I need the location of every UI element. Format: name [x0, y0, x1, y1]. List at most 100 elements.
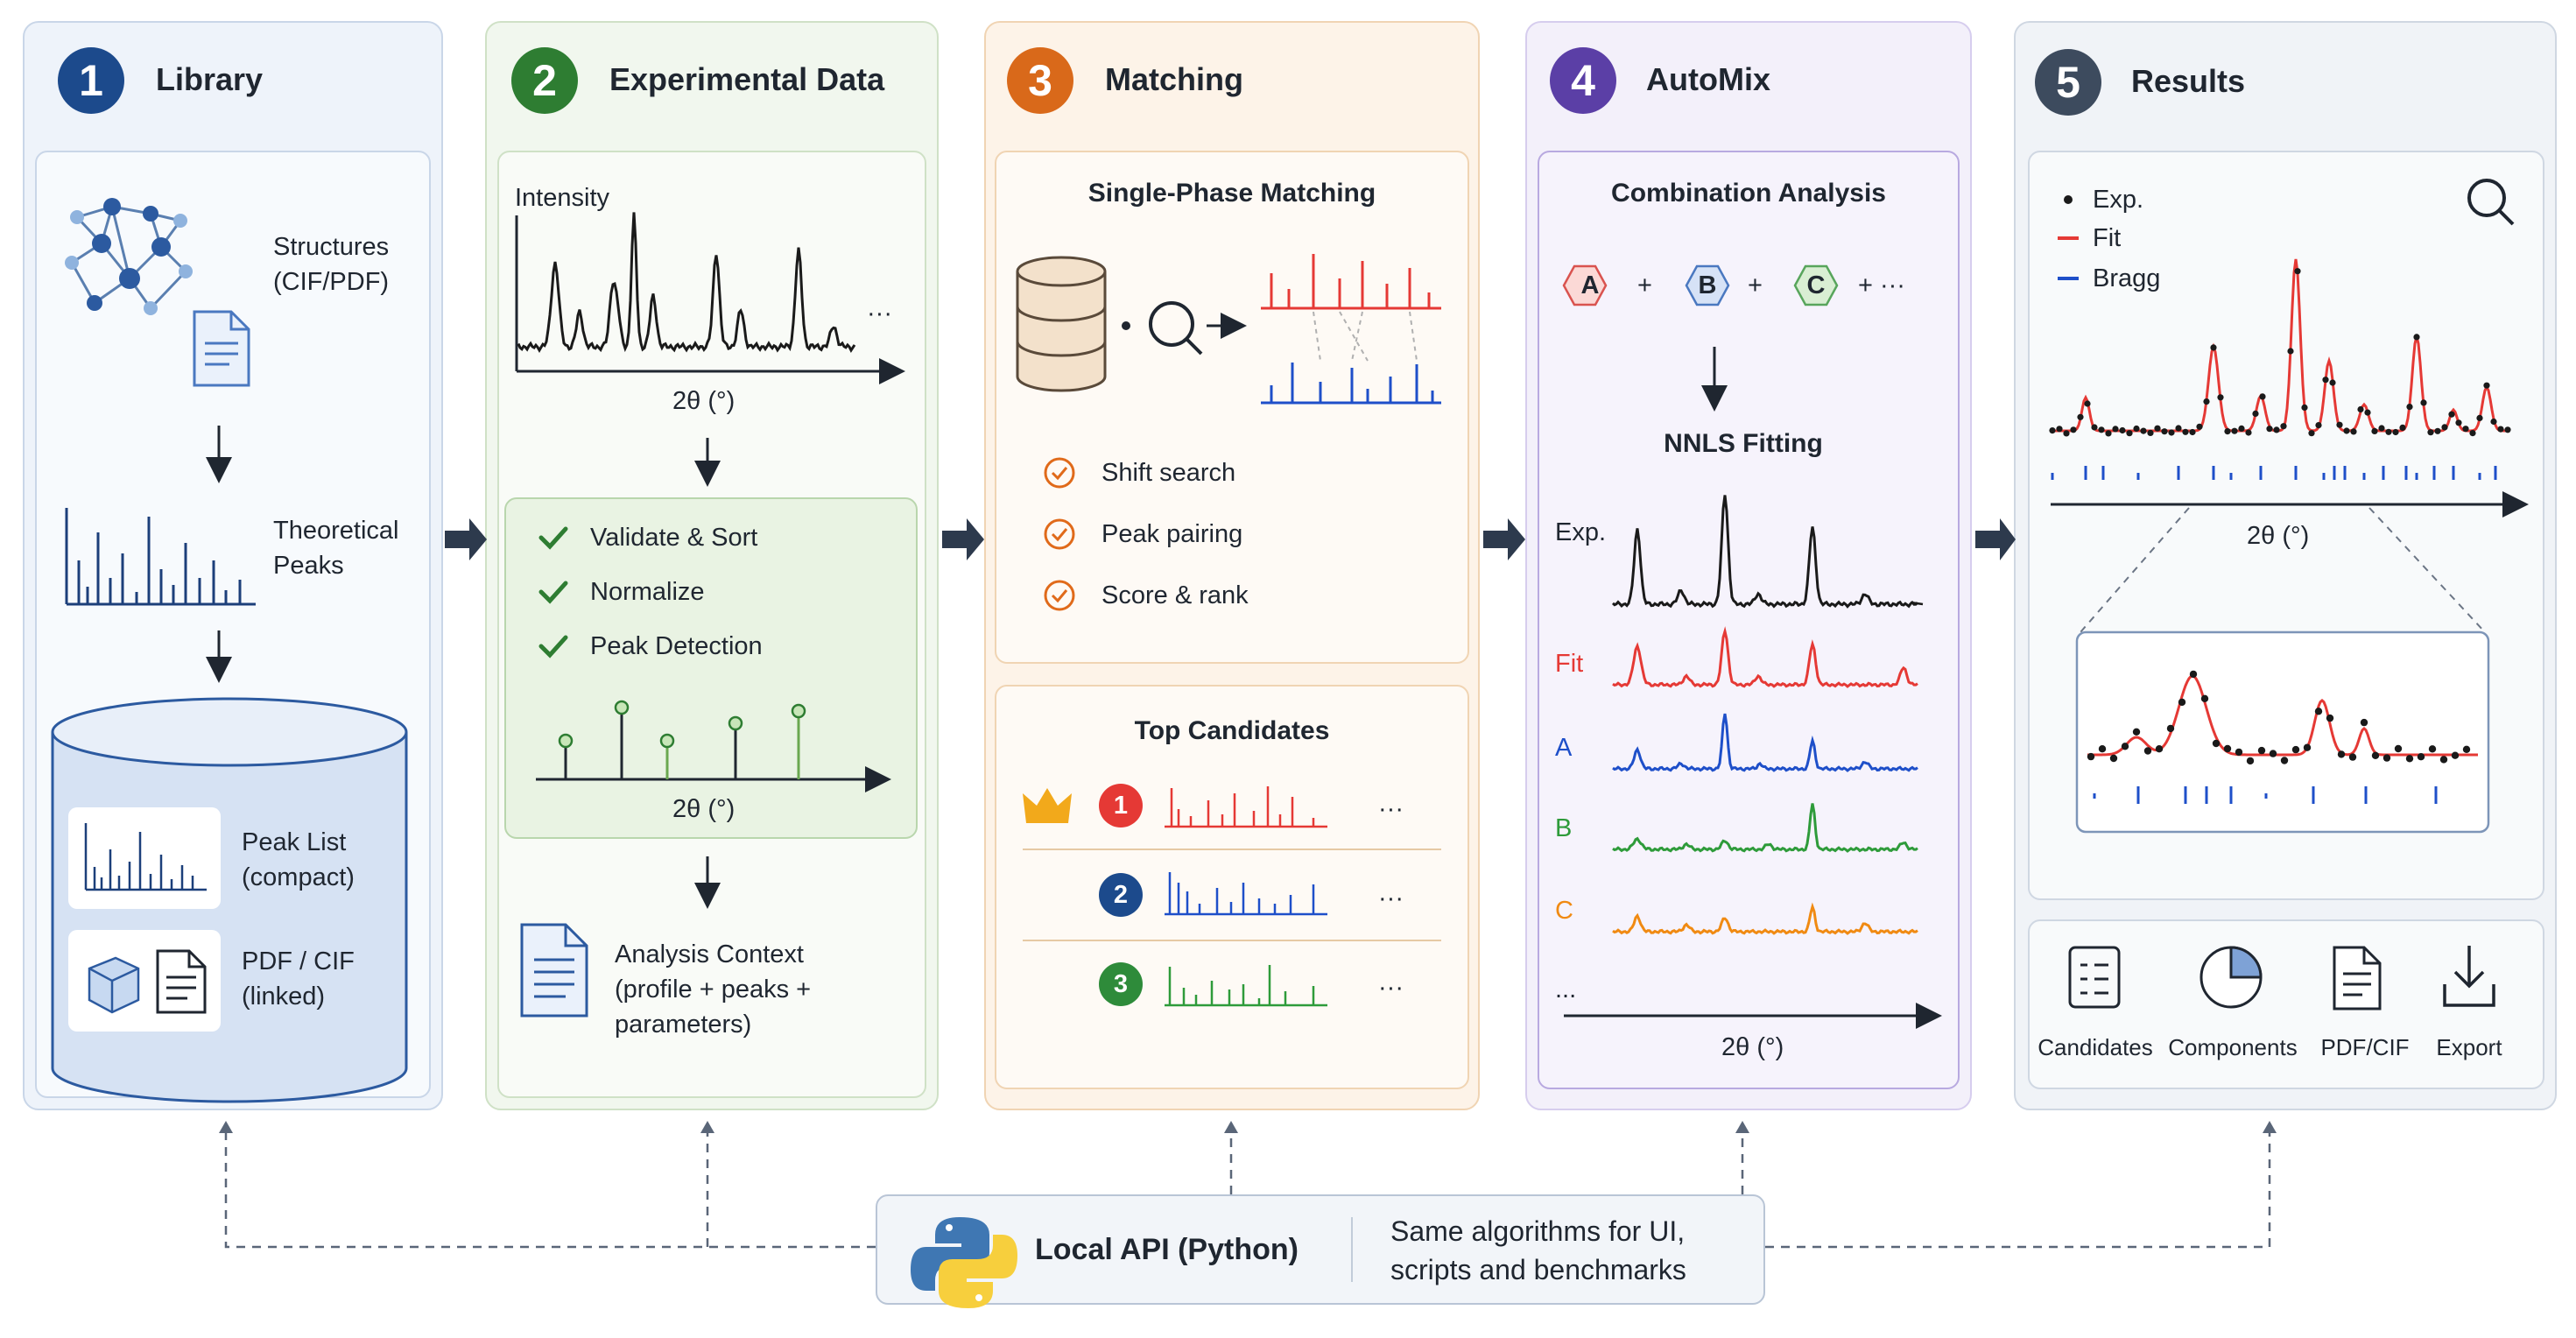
exp-data-point	[2336, 421, 2343, 428]
zoom-data-point	[2087, 752, 2095, 761]
export-button-label[interactable]: Export	[2436, 1034, 2502, 1060]
row-a-label: A	[1555, 734, 1573, 762]
exp-data-point	[2063, 430, 2070, 437]
peaklist-line2: (compact)	[242, 863, 355, 891]
exp-data-point	[2210, 344, 2217, 351]
exp-data-point	[2357, 405, 2364, 413]
zoom-search-icon	[2467, 179, 2515, 226]
step-badge-1: 1	[58, 47, 124, 114]
row-fit-label: Fit	[1555, 650, 1584, 678]
context-line3: parameters)	[615, 1011, 752, 1039]
top-candidates-box	[995, 685, 1469, 1089]
step-badge-5: 5	[2035, 49, 2101, 116]
rank-2-label: 2	[1113, 881, 1129, 909]
zoom-data-point	[2223, 744, 2232, 753]
exp-data-point	[2378, 425, 2385, 432]
zoom-data-point	[2143, 747, 2152, 755]
zoom-data-point	[2235, 748, 2243, 757]
panel-title-matching: Matching	[1105, 61, 1243, 97]
matching-stick-patterns	[1261, 254, 1441, 405]
structures-line1: Structures	[273, 233, 390, 261]
exp-data-point	[2441, 424, 2448, 431]
zoom-data-point	[2326, 714, 2334, 722]
exp-data-point	[2490, 418, 2497, 426]
exp-data-point	[2238, 425, 2245, 432]
python-logo-icon	[911, 1217, 1017, 1308]
exp-data-point	[2399, 424, 2406, 431]
exp-data-point	[2371, 427, 2378, 434]
api-desc-line2: scripts and benchmarks	[1390, 1254, 1686, 1285]
exp-data-point	[2154, 425, 2161, 432]
results-axis-label: 2θ (°)	[2247, 522, 2310, 550]
export-components-label[interactable]: Components	[2168, 1034, 2298, 1060]
exp-data-point	[2182, 428, 2189, 435]
preprocess-box	[504, 497, 918, 839]
exp-data-point	[2329, 379, 2336, 386]
zoom-data-point	[2132, 728, 2141, 736]
legend-markers	[2058, 195, 2079, 280]
exp-data-point	[2077, 413, 2084, 420]
exp-data-point	[2343, 427, 2350, 434]
zoom-data-point	[2212, 739, 2221, 748]
flow-arrows	[445, 518, 2016, 560]
legend-bragg: Bragg	[2093, 264, 2161, 292]
export-pdfcif-label[interactable]: PDF/CIF	[2320, 1034, 2410, 1060]
exp-data-point	[2217, 394, 2224, 401]
checkmark-icon	[538, 526, 568, 658]
structures-label: Structures(CIF/PDF)	[273, 229, 389, 299]
exp-data-point	[2462, 426, 2469, 433]
zoom-data-point	[2382, 754, 2391, 762]
zoom-data-point	[2166, 724, 2175, 733]
exp-data-point	[2266, 426, 2273, 433]
document-icon	[193, 310, 250, 387]
zoom-data-point	[2417, 753, 2425, 761]
step-badge-4: 4	[1550, 47, 1616, 114]
exp-data-point	[2448, 411, 2455, 418]
pdf-cif-linked-label: PDF / CIF(linked)	[242, 944, 355, 1014]
zoom-data-point	[2178, 698, 2186, 707]
exp-data-point	[2434, 427, 2441, 434]
exp-data-point	[2476, 414, 2483, 421]
step-badge-3: 3	[1007, 47, 1073, 114]
api-box	[876, 1194, 1765, 1305]
candidate-3-ellipsis: ···	[1378, 974, 1404, 1002]
peaklist-line1: Peak List	[242, 828, 347, 856]
step-score-rank: Score & rank	[1101, 581, 1249, 609]
step-peak-pairing: Peak pairing	[1101, 520, 1243, 548]
zoom-data-point	[2428, 745, 2437, 753]
exp-data-point	[2091, 424, 2098, 431]
exp-ellipsis: ···	[867, 299, 892, 327]
peak-detection-plot	[536, 700, 891, 792]
row-b-label: B	[1555, 814, 1573, 842]
rank-3-label: 3	[1113, 970, 1129, 998]
export-candidates-label[interactable]: Candidates	[2038, 1034, 2153, 1060]
panel-title-library: Library	[156, 61, 264, 97]
exp-data-point	[2112, 426, 2119, 433]
exp-data-point	[2497, 426, 2504, 433]
zoom-data-point	[2314, 708, 2323, 715]
rank-1-label: 1	[1113, 792, 1129, 820]
exp-data-point	[2189, 428, 2196, 436]
exp-data-point	[2168, 429, 2175, 436]
zoom-bragg	[2093, 786, 2438, 804]
exp-data-point	[2140, 427, 2147, 434]
step-shift-search: Shift search	[1101, 459, 1236, 487]
zoom-data-point	[2269, 750, 2277, 757]
exp-data-point	[2175, 425, 2182, 432]
exp-data-point	[2231, 427, 2238, 434]
export-download-icon	[2443, 946, 2495, 1007]
row-more-label: ...	[1555, 975, 1577, 1004]
database-icon	[1016, 256, 1107, 392]
panel-title-results: Results	[2131, 63, 2246, 99]
zoom-data-point	[2360, 718, 2368, 727]
zoom-data-point	[2303, 743, 2312, 751]
automix-axis-label: 2θ (°)	[1721, 1033, 1784, 1061]
exp-data-point	[2224, 428, 2231, 435]
api-description: Same algorithms for UI,scripts and bench…	[1390, 1212, 1686, 1289]
step-peak-detection: Peak Detection	[590, 632, 763, 660]
exp-data-point	[2133, 425, 2140, 433]
pdfcif-line2: (linked)	[242, 982, 326, 1011]
phase-a-label: A	[1580, 271, 1600, 299]
exp-data-point	[2245, 429, 2252, 436]
